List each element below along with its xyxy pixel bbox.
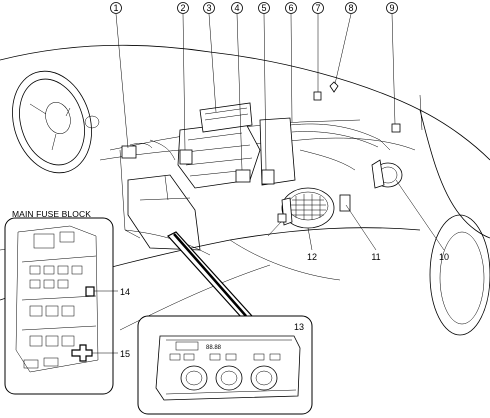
svg-text:2: 2: [180, 3, 185, 13]
callout-15: 15: [120, 349, 130, 359]
inset-pointer: [167, 231, 254, 319]
callout-12: 12: [307, 252, 317, 262]
callout-2: 2: [177, 2, 189, 14]
callout-13: 13: [294, 322, 304, 332]
callout-11: 11: [371, 252, 380, 262]
callout-1: 1: [110, 2, 122, 14]
svg-text:9: 9: [389, 3, 394, 13]
panel-display-text: 88.88: [206, 345, 222, 351]
small-components: [121, 81, 423, 223]
callout-9: 9: [386, 2, 398, 14]
svg-text:10: 10: [439, 252, 449, 262]
svg-text:14: 14: [120, 287, 130, 297]
svg-text:5: 5: [261, 3, 266, 13]
main-fuse-block-title: MAIN FUSE BLOCK: [12, 209, 91, 219]
callout-3: 3: [203, 2, 215, 14]
svg-text:7: 7: [315, 3, 320, 13]
main-fuse-block-inset: [4, 217, 118, 395]
steering-wheel: [12, 70, 100, 174]
callout-8: 8: [345, 2, 357, 14]
callout-4: 4: [231, 2, 243, 14]
svg-text:15: 15: [120, 349, 130, 359]
svg-text:4: 4: [234, 3, 239, 13]
svg-text:6: 6: [288, 3, 293, 13]
svg-text:8: 8: [348, 3, 353, 13]
callout-5: 5: [258, 2, 270, 14]
svg-text:11: 11: [371, 252, 380, 262]
callout-7: 7: [312, 2, 324, 14]
svg-text:13: 13: [294, 322, 304, 332]
callout-10: 10: [439, 252, 449, 262]
svg-text:12: 12: [307, 252, 317, 262]
callout-14: 14: [120, 287, 130, 297]
air-intake-actuator: [371, 159, 403, 189]
blower-motor: [281, 187, 335, 229]
climate-control-inset: 88.88: [137, 315, 313, 415]
vehicle-body-outline: [0, 44, 490, 331]
front-wheel: [429, 214, 490, 336]
callout-leader-lines: [115, 13, 445, 251]
svg-text:3: 3: [206, 3, 211, 13]
svg-text:1: 1: [113, 3, 118, 13]
callout-6: 6: [285, 2, 297, 14]
